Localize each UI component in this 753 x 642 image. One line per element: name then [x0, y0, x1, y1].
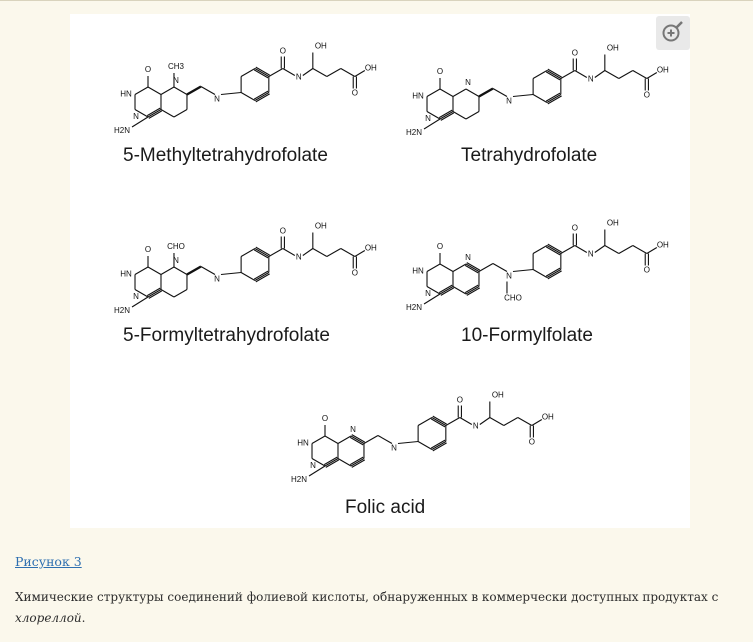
top-divider [0, 0, 753, 1]
atom-label: OH [365, 244, 377, 253]
atom-label: N [133, 292, 139, 301]
atom-label: O [644, 91, 650, 100]
atom-label: O [457, 396, 463, 405]
atom-label: OH [607, 44, 619, 53]
molecule-label: 5-Formyltetrahydrofolate [123, 325, 330, 346]
atom-label: OH [492, 391, 504, 400]
zoom-in-icon [662, 21, 683, 42]
atom-label: H2N [406, 303, 422, 312]
molecule-label: 5-Methyltetrahydrofolate [123, 145, 328, 166]
zoom-button[interactable] [656, 16, 690, 50]
atom-label: N [473, 422, 479, 431]
caption-end: . [81, 611, 86, 625]
molecule-label: Folic acid [345, 497, 426, 518]
atom-label: OH [315, 222, 327, 231]
atom-label: N [350, 425, 356, 434]
atom-label: N [391, 444, 397, 453]
atom-label: O [437, 67, 443, 76]
atom-label: O [322, 414, 328, 423]
atom-label: N [588, 250, 594, 259]
atom-label: OH [607, 219, 619, 228]
atom-label: O [145, 65, 151, 74]
atom-label: H2N [406, 128, 422, 137]
atom-label: HN [412, 92, 424, 101]
atom-label: OH [657, 66, 669, 75]
atom-label: N [173, 256, 179, 265]
molecule-label: Tetrahydrofolate [461, 145, 598, 166]
atom-label: HN [412, 267, 424, 276]
atom-label: CHO [504, 294, 522, 303]
atom-label: HN [120, 90, 132, 99]
atom-label: H2N [114, 126, 130, 135]
caption-italic: хлореллой [15, 611, 82, 625]
atom-label: O [572, 49, 578, 58]
atom-label: CH3 [168, 62, 185, 71]
atom-label: N [214, 95, 220, 104]
atom-label: HN [297, 439, 309, 448]
molecule-label: 10-Formylfolate [461, 325, 593, 346]
atom-label: H2N [291, 475, 307, 484]
atom-label: N [506, 272, 512, 281]
atom-label: N [506, 97, 512, 106]
figure-caption: Химические структуры соединений фолиевой… [15, 587, 747, 629]
atom-label: HN [120, 270, 132, 279]
atom-label: N [214, 275, 220, 284]
atom-label: N [133, 112, 139, 121]
atom-label: O [280, 47, 286, 56]
caption-text: Химические структуры соединений фолиевой… [15, 590, 719, 604]
atom-label: O [437, 242, 443, 251]
atom-label: N [465, 78, 471, 87]
atom-label: N [173, 76, 179, 85]
atom-label: O [529, 438, 535, 447]
atom-label: N [296, 73, 302, 82]
atom-label: O [145, 245, 151, 254]
atom-label: N [425, 114, 431, 123]
figure-link[interactable]: Рисунок 3 [15, 554, 82, 569]
atom-label: OH [657, 241, 669, 250]
atom-label: N [588, 75, 594, 84]
atom-label: O [352, 269, 358, 278]
atom-label: O [644, 266, 650, 275]
atom-label: OH [542, 413, 554, 422]
atom-label: N [425, 289, 431, 298]
atom-label: O [280, 227, 286, 236]
atom-label: OH [315, 42, 327, 51]
atom-label: H2N [114, 306, 130, 315]
atom-label: N [310, 461, 316, 470]
atom-label: N [296, 253, 302, 262]
atom-label: O [572, 224, 578, 233]
atom-label: O [352, 89, 358, 98]
atom-label: OH [365, 64, 377, 73]
atom-label: CHO [167, 242, 185, 251]
atom-label: N [465, 253, 471, 262]
